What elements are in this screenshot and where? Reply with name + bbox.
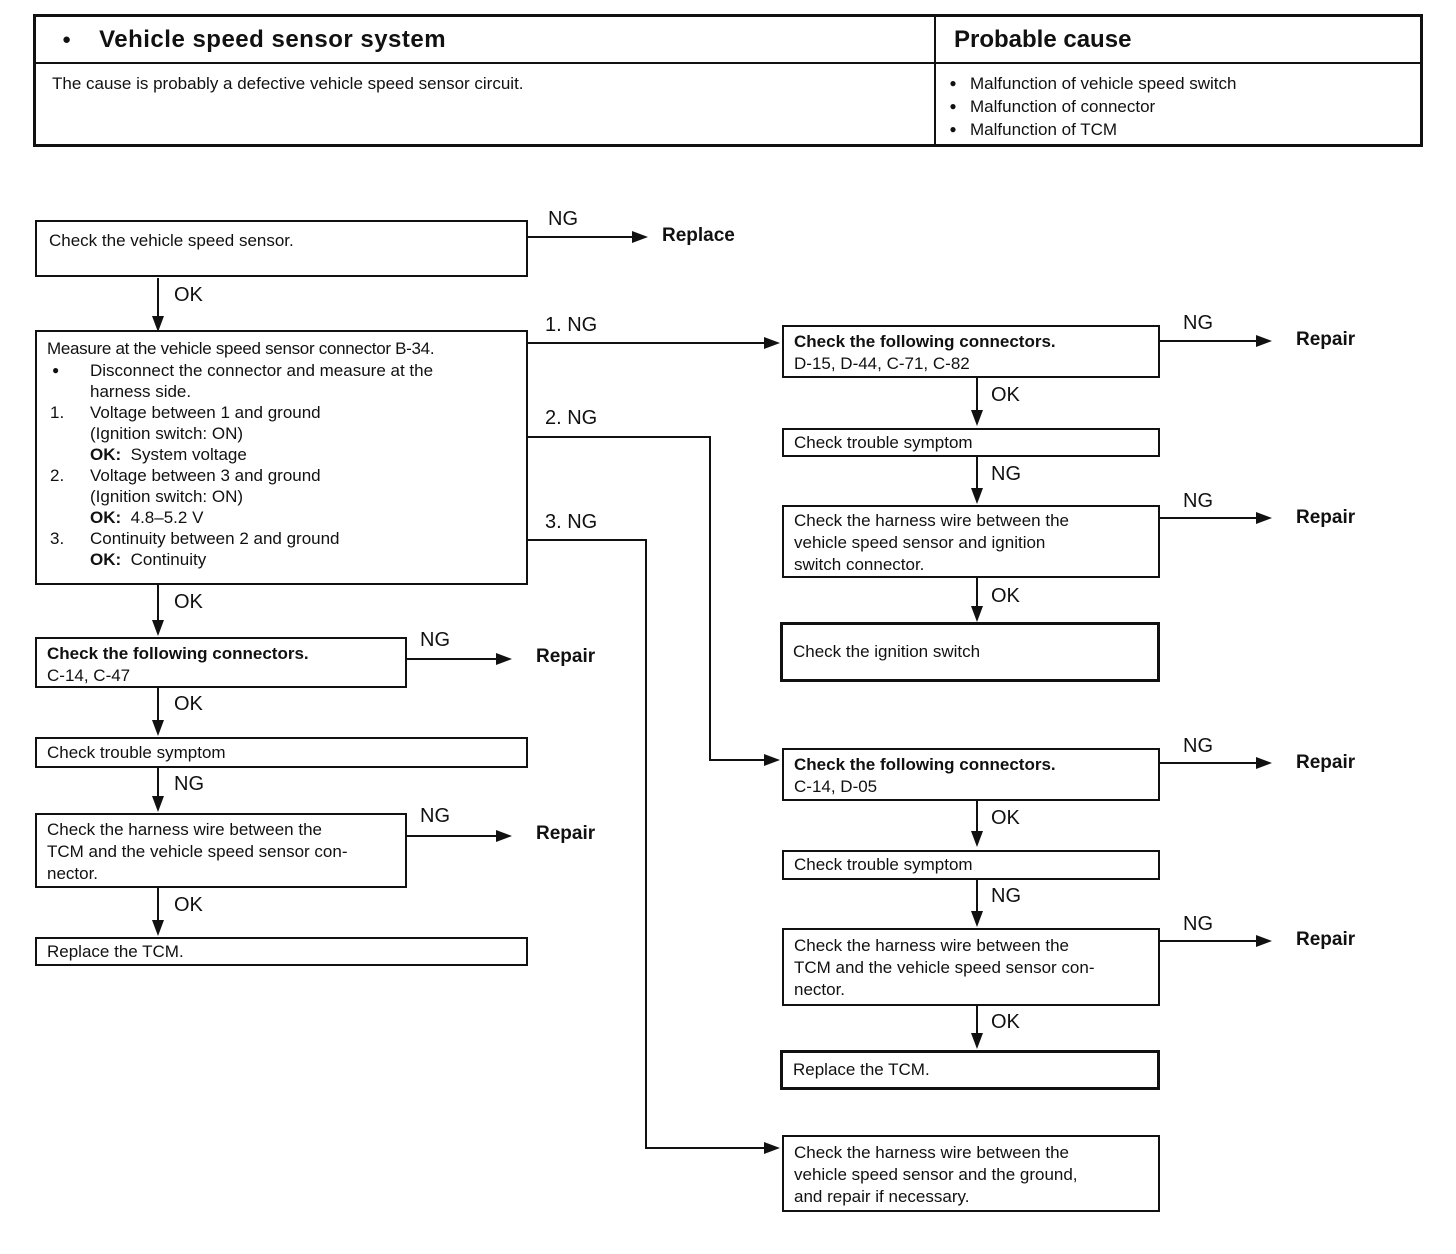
step-text: Check trouble symptom — [47, 742, 226, 762]
ok-label: OK: — [90, 508, 122, 527]
step-condition: (Ignition switch: ON) — [90, 424, 244, 443]
connector-list: C-14, C-47 — [47, 666, 131, 685]
ng-label-symptom-right2: NG — [991, 885, 1021, 907]
step-check-trouble-symptom-right1: Check trouble symptom — [782, 428, 1160, 457]
ng-label-harness-left: NG — [420, 805, 450, 827]
step-text: Check the ignition switch — [793, 642, 981, 661]
ng-label-connectors-d15: NG — [1183, 312, 1213, 334]
probable-cause-text: Malfunction of vehicle speed switch — [970, 74, 1237, 93]
step-check-harness-tcm-right: Check the harness wire between the TCM a… — [782, 928, 1160, 1006]
ng-label-harness-tcm-right: NG — [1183, 913, 1213, 935]
measure-title: Measure at the vehicle speed sensor conn… — [47, 339, 435, 358]
step-text: Voltage between 1 and ground — [90, 403, 321, 422]
bullet-icon: ● — [949, 99, 957, 113]
step-text: Check trouble symptom — [794, 432, 973, 452]
ng-label-harness-ignition: NG — [1183, 490, 1213, 512]
ok-value: Continuity — [130, 550, 207, 569]
step-text: Replace the TCM. — [47, 941, 184, 961]
repair-result-label: Repair — [536, 823, 596, 844]
measure-step-2: 2. Voltage between 3 and ground (Ignitio… — [47, 465, 518, 528]
step-replace-tcm-right: Replace the TCM. — [780, 1050, 1160, 1090]
ok-label-connectors-d15: OK — [991, 384, 1020, 406]
ok-label-harness-ignition: OK — [991, 585, 1020, 607]
step-measure-connector: Measure at the vehicle speed sensor conn… — [35, 330, 528, 585]
repair-result-label: Repair — [1296, 752, 1356, 773]
step-body: Voltage between 3 and ground (Ignition s… — [90, 465, 518, 528]
ok-label: OK: — [90, 445, 122, 464]
step-check-connectors-c14-d05: Check the following connectors. C-14, D-… — [782, 748, 1160, 801]
probable-cause-list: ● Malfunction of vehicle speed switch ● … — [936, 64, 1420, 144]
cause-description-cell: The cause is probably a defective vehicl… — [36, 64, 936, 144]
bullet-icon: ● — [949, 76, 957, 90]
ng2-label: 2. NG — [545, 407, 598, 429]
ng-label-symptom-left: NG — [174, 773, 204, 795]
probable-cause-title: Probable cause — [954, 25, 1132, 53]
ok-value: 4.8–5.2 V — [130, 508, 204, 527]
step-check-ignition-switch: Check the ignition switch — [780, 622, 1160, 682]
measure-step-1: 1. Voltage between 1 and ground (Ignitio… — [47, 402, 518, 465]
step-check-connectors-c14-c47: Check the following connectors. C-14, C-… — [35, 637, 407, 688]
measure-bullet-row: ● Disconnect the connector and measure a… — [47, 360, 518, 402]
step-check-speed-sensor: Check the vehicle speed sensor. — [35, 220, 528, 277]
ok-label-connectors-left: OK — [174, 693, 203, 715]
ng-label-symptom-right1: NG — [991, 463, 1021, 485]
ng-label-sensor: NG — [548, 208, 578, 230]
step-check-trouble-symptom-left: Check trouble symptom — [35, 737, 528, 768]
step-replace-tcm-left: Replace the TCM. — [35, 937, 528, 966]
step-check-harness-tcm-left: Check the harness wire between the TCM a… — [35, 813, 407, 888]
ok-label-connectors-c14-d05: OK — [991, 807, 1020, 829]
step-title: Check the following connectors. — [794, 332, 1056, 351]
probable-cause-text: Malfunction of TCM — [970, 120, 1118, 139]
step-text: Voltage between 3 and ground — [90, 466, 321, 485]
repair-result-label: Repair — [1296, 329, 1356, 350]
step-condition: (Ignition switch: ON) — [90, 487, 244, 506]
step-text: Check trouble symptom — [794, 855, 973, 874]
probable-cause-text: Malfunction of connector — [970, 97, 1156, 116]
step-number: 2. — [50, 466, 65, 485]
measure-bullet-text: Disconnect the connector and measure at … — [90, 361, 434, 401]
ok-label-harness-tcm-right: OK — [991, 1011, 1020, 1033]
repair-result-label: Repair — [1296, 929, 1356, 950]
ok-value: System voltage — [130, 445, 247, 464]
connector-list: D-15, D-44, C-71, C-82 — [794, 354, 970, 373]
title-bullet-icon: ● — [62, 31, 72, 48]
bullet-icon: ● — [949, 122, 957, 136]
probable-cause-title-cell: Probable cause — [936, 17, 1420, 64]
step-text: Continuity between 2 and ground — [90, 529, 340, 548]
probable-cause-item: ● Malfunction of connector — [936, 95, 1420, 118]
ok-label-measure: OK — [174, 591, 203, 613]
ok-label-harness-left: OK — [174, 894, 203, 916]
step-text: Replace the TCM. — [793, 1060, 930, 1079]
ok-label-sensor: OK — [174, 284, 203, 306]
step-check-harness-ground: Check the harness wire between the vehic… — [782, 1135, 1160, 1212]
step-text: Check the vehicle speed sensor. — [49, 231, 294, 250]
step-title: Check the following connectors. — [794, 755, 1056, 774]
step-number: 3. — [50, 529, 65, 548]
step-body: Continuity between 2 and ground OK: Cont… — [90, 528, 518, 570]
ng3-label: 3. NG — [545, 511, 598, 533]
replace-result-label: Replace — [662, 225, 735, 246]
ng1-label: 1. NG — [545, 314, 598, 336]
ng-label-connectors-left: NG — [420, 629, 450, 651]
probable-cause-item: ● Malfunction of TCM — [936, 118, 1420, 141]
step-check-trouble-symptom-right2: Check trouble symptom — [782, 850, 1160, 880]
header-table: ● Vehicle speed sensor system Probable c… — [33, 14, 1423, 147]
cause-description: The cause is probably a defective vehicl… — [52, 74, 524, 93]
ok-label: OK: — [90, 550, 122, 569]
step-check-harness-ignition: Check the harness wire between the vehic… — [782, 505, 1160, 578]
step-title: Check the following connectors. — [47, 644, 309, 663]
ng-label-connectors-c14-d05: NG — [1183, 735, 1213, 757]
repair-result-label: Repair — [536, 646, 596, 667]
repair-result-label: Repair — [1296, 507, 1356, 528]
bullet-icon: ● — [52, 363, 60, 377]
step-number: 1. — [50, 403, 65, 422]
step-check-connectors-d15: Check the following connectors. D-15, D-… — [782, 325, 1160, 378]
connector-list: C-14, D-05 — [794, 777, 878, 796]
system-title-cell: ● Vehicle speed sensor system — [36, 17, 936, 64]
page-title: Vehicle speed sensor system — [99, 25, 447, 53]
step-body: Voltage between 1 and ground (Ignition s… — [90, 402, 518, 465]
probable-cause-item: ● Malfunction of vehicle speed switch — [936, 72, 1420, 95]
measure-step-3: 3. Continuity between 2 and ground OK: C… — [47, 528, 518, 570]
